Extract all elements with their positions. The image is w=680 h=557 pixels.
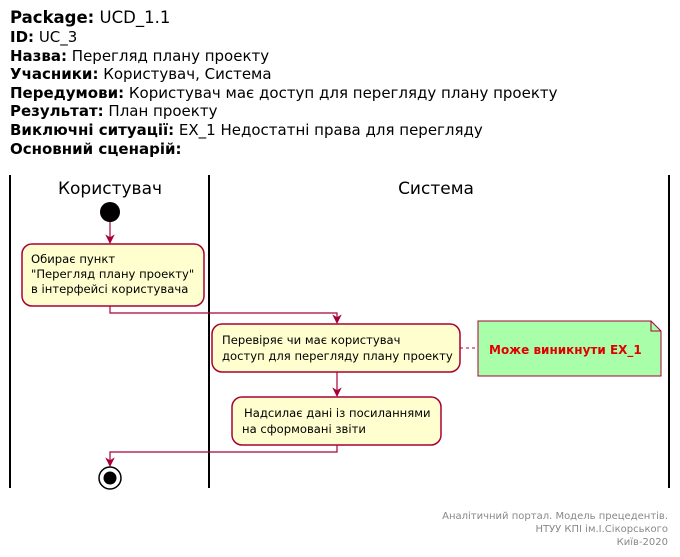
package-key: Package: bbox=[10, 8, 95, 27]
note-exception: Може виникнути EX_1 bbox=[477, 320, 662, 377]
name-value: Перегляд плану проекту bbox=[71, 46, 270, 65]
exceptions-value: EX_1 Недостатні права для перегляду bbox=[178, 120, 483, 139]
activity-check-line1: Перевіряє чи має користувач bbox=[222, 333, 401, 347]
activity-select-line1: Обирає пункт bbox=[31, 252, 115, 266]
result-key: Результат: bbox=[10, 102, 104, 121]
id-value: UC_3 bbox=[38, 28, 78, 46]
package-line: Package: UCD_1.1 bbox=[10, 8, 670, 28]
actors-value: Користувач, Система bbox=[103, 65, 272, 84]
start-node bbox=[100, 202, 120, 222]
activity-select-line2: "Перегляд плану проекту" bbox=[31, 267, 194, 281]
main-scenario-key: Основний сценарій: bbox=[10, 139, 182, 158]
end-node bbox=[98, 466, 122, 490]
preconditions-key: Передумови: bbox=[10, 83, 125, 102]
name-key: Назва: bbox=[10, 46, 68, 65]
activity-select-item: Обирає пункт "Перегляд плану проекту" в … bbox=[21, 243, 205, 307]
name-line: Назва: Перегляд плану проекту bbox=[10, 47, 670, 66]
result-value: План проекту bbox=[108, 102, 218, 121]
activity-select-line3: в інтерфейсі користувача bbox=[31, 282, 188, 296]
actors-line: Учасники: Користувач, Система bbox=[10, 65, 670, 84]
footer: Аналітичний портал. Модель прецедентів. … bbox=[442, 510, 668, 549]
activity-send-data: Надсилає дані із посиланнями на сформова… bbox=[231, 396, 442, 446]
activity-send-line1: Надсилає дані із посиланнями bbox=[244, 406, 431, 420]
use-case-header: Package: UCD_1.1 ID: UC_3 Назва: Перегля… bbox=[10, 8, 670, 158]
id-line: ID: UC_3 bbox=[10, 28, 670, 47]
id-key: ID: bbox=[10, 28, 35, 46]
exceptions-line: Виключні ситуації: EX_1 Недостатні права… bbox=[10, 121, 670, 140]
footer-line1: Аналітичний портал. Модель прецедентів. bbox=[442, 511, 668, 522]
preconditions-line: Передумови: Користувач має доступ для пе… bbox=[10, 84, 670, 103]
activity-check-line2: доступ для перегляду плану проекту bbox=[222, 349, 453, 363]
lane-title-system: Система bbox=[398, 179, 474, 199]
preconditions-value: Користувач має доступ для перегляду план… bbox=[128, 83, 558, 102]
lane-title-user: Користувач bbox=[58, 179, 162, 199]
result-line: Результат: План проекту bbox=[10, 102, 670, 121]
exceptions-key: Виключні ситуації: bbox=[10, 120, 175, 139]
main-scenario-line: Основний сценарій: bbox=[10, 140, 670, 159]
footer-line2: НТУУ КПІ ім.І.Сікорського bbox=[535, 524, 668, 535]
activity-send-line2: на сформовані звіти bbox=[242, 422, 366, 436]
activity-check-access: Перевіряє чи має користувач доступ для п… bbox=[211, 323, 461, 373]
note-text: Може виникнути EX_1 bbox=[489, 343, 642, 358]
package-value: UCD_1.1 bbox=[99, 8, 171, 27]
footer-line3: Київ-2020 bbox=[616, 537, 668, 548]
flow-send-to-end bbox=[105, 445, 338, 467]
actors-key: Учасники: bbox=[10, 65, 99, 84]
flow-select-to-check bbox=[109, 306, 342, 324]
